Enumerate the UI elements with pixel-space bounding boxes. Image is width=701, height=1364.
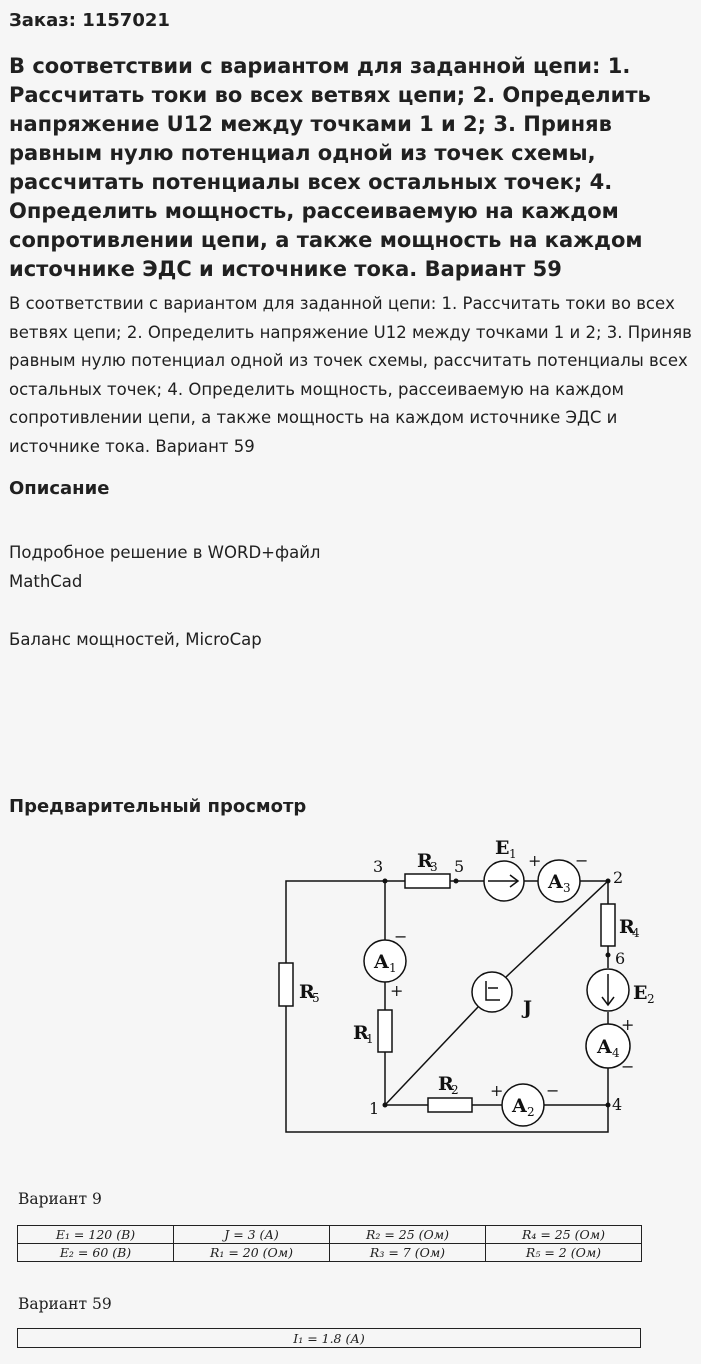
table-cell: J = 3 (А) — [173, 1225, 330, 1244]
variant-59-label: Вариант 59 — [18, 1295, 112, 1313]
ammeter-a4-label: A — [596, 1036, 612, 1058]
description-line: Баланс мощностей, MicroCap — [9, 630, 262, 649]
label-subscript: 2 — [527, 1105, 535, 1119]
order-id: Заказ: 1157021 — [9, 10, 170, 31]
node-label-4: 4 — [612, 1095, 622, 1114]
table-cell: R₅ = 2 (Ом) — [485, 1243, 642, 1262]
resistor-r3 — [404, 873, 451, 889]
junction-dot — [382, 878, 388, 884]
page-title: В соответствии с вариантом для заданной … — [9, 54, 651, 281]
label-subscript: 3 — [430, 860, 438, 874]
label-subscript: 5 — [312, 991, 320, 1005]
label-subscript: 2 — [451, 1083, 459, 1097]
table-cell: E₁ = 120 (В) — [17, 1225, 174, 1244]
e1-label: E — [495, 837, 509, 859]
r2-label: R — [438, 1073, 454, 1095]
polarity-plus: + — [621, 1015, 634, 1034]
label-subscript: 1 — [389, 961, 397, 975]
junction-dot — [605, 1102, 611, 1108]
circuit-schematic: A 3 A 1 A 2 A 4 + − − + + − + − 3 5 2 6 … — [278, 837, 655, 1133]
preview-heading: Предварительный просмотр — [9, 796, 307, 817]
r1-label: R — [353, 1022, 369, 1044]
j-label: J — [521, 997, 532, 1019]
resistor-r2 — [427, 1097, 473, 1113]
r4-label: R — [619, 916, 635, 938]
node-label-2: 2 — [613, 868, 623, 887]
task-summary: В соответствии с вариантом для заданной … — [9, 294, 692, 456]
junction-dot — [605, 878, 611, 884]
r3-label: R — [417, 850, 433, 872]
variant-9-table: E₁ = 120 (В) J = 3 (А) R₂ = 25 (Ом) R₄ =… — [17, 1225, 642, 1262]
node-label-6: 6 — [615, 949, 625, 968]
polarity-minus: − — [575, 851, 588, 870]
table-row: I₁ = 1.8 (А) — [17, 1328, 641, 1348]
ammeter-a1 — [363, 939, 407, 983]
emf-source-e2 — [586, 968, 630, 1012]
label-subscript: 4 — [632, 926, 640, 940]
polarity-plus: + — [390, 981, 403, 1000]
description-line: Подробное решение в WORD+файл — [9, 543, 321, 562]
node-label-3: 3 — [373, 857, 383, 876]
junction-dot — [605, 952, 611, 958]
table-cell: R₄ = 25 (Ом) — [485, 1225, 642, 1244]
node-label-1: 1 — [369, 1099, 379, 1118]
ammeter-a4 — [585, 1023, 631, 1069]
description-heading: Описание — [9, 478, 110, 499]
resistor-r1 — [377, 1009, 393, 1053]
current-source-j — [471, 971, 513, 1013]
label-subscript: 4 — [612, 1046, 620, 1060]
table-cell: R₃ = 7 (Ом) — [329, 1243, 486, 1262]
emf-source-e1 — [483, 860, 525, 902]
label-subscript: 1 — [366, 1032, 374, 1046]
ammeter-a2 — [501, 1083, 545, 1127]
variant-59-table: I₁ = 1.8 (А) — [17, 1328, 641, 1348]
label-subscript: 2 — [647, 992, 655, 1006]
label-subscript: 1 — [509, 847, 517, 861]
ammeter-a2-label: A — [511, 1095, 527, 1117]
ammeter-a3 — [537, 859, 581, 903]
junction-dot — [382, 1102, 388, 1108]
polarity-plus: + — [528, 851, 541, 870]
polarity-plus: + — [490, 1081, 503, 1100]
description-line: MathCad — [9, 572, 83, 591]
node-label-5: 5 — [454, 857, 464, 876]
resistor-r5 — [278, 962, 294, 1007]
variant-9-label: Вариант 9 — [18, 1190, 102, 1208]
polarity-minus: − — [621, 1057, 634, 1076]
polarity-minus: − — [394, 927, 407, 946]
table-cell: R₂ = 25 (Ом) — [329, 1225, 486, 1244]
table-cell: I₁ = 1.8 (А) — [17, 1328, 641, 1348]
table-row: E₁ = 120 (В) J = 3 (А) R₂ = 25 (Ом) R₄ =… — [17, 1225, 642, 1244]
polarity-minus: − — [546, 1081, 559, 1100]
table-cell: E₂ = 60 (В) — [17, 1243, 174, 1262]
table-row: E₂ = 60 (В) R₁ = 20 (Ом) R₃ = 7 (Ом) R₅ … — [17, 1243, 642, 1262]
description-body: Подробное решение в WORD+файл MathCad Ба… — [9, 538, 320, 654]
table-cell: R₁ = 20 (Ом) — [173, 1243, 330, 1262]
e2-label: E — [633, 982, 647, 1004]
ammeter-a3-label: A — [547, 871, 563, 893]
resistor-r4 — [600, 903, 616, 947]
ammeter-a1-label: A — [373, 951, 389, 973]
junction-dot — [453, 878, 459, 884]
label-subscript: 3 — [563, 881, 571, 895]
r5-label: R — [299, 981, 315, 1003]
